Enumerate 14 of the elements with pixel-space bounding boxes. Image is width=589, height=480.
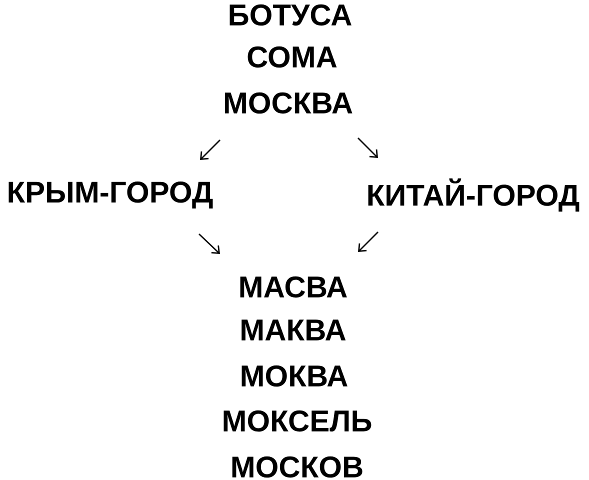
word-label: КИТАЙ-ГОРОД: [368, 178, 580, 212]
word-label: МОСКОВ: [232, 456, 362, 478]
word-label: КРЫМ-ГОРОД: [8, 182, 213, 208]
word-label: МОКСЕЛЬ: [224, 410, 372, 432]
arrow: [200, 140, 220, 160]
arrow: [358, 138, 378, 158]
word-label: МАСВА: [240, 276, 347, 298]
word-label: МОКВА: [242, 365, 348, 387]
word-label: МАКВА: [242, 320, 346, 340]
arrow: [198, 234, 220, 254]
word-label: МОСКВА: [224, 92, 352, 114]
word-label: СОМА: [248, 46, 337, 68]
word-label: БОТУСА: [230, 4, 352, 26]
arrow: [358, 232, 378, 252]
